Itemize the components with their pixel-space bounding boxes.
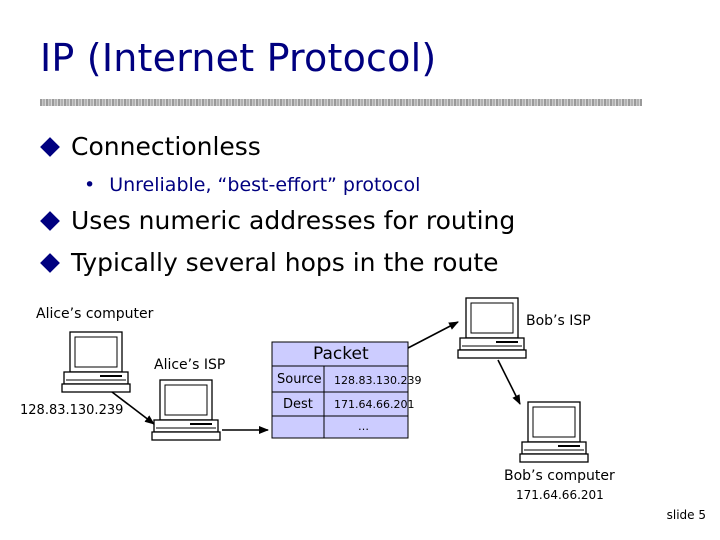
packet-box: [271, 341, 409, 439]
bullet-several-hops: Typically several hops in the route: [40, 248, 499, 277]
sub-bullet-text: Unreliable, “best-effort” protocol: [109, 174, 421, 196]
bullet-numeric-addresses: Uses numeric addresses for routing: [40, 206, 515, 235]
packet-dest-value: 171.64.66.201: [334, 398, 415, 411]
alice-isp-router-icon: [151, 379, 221, 441]
alice-computer-icon: [61, 331, 131, 393]
packet-dest-label: Dest: [283, 397, 313, 412]
bob-isp-label: Bob’s ISP: [526, 313, 591, 329]
hop-arrow-4: [497, 359, 521, 405]
dot-bullet-icon: •: [84, 174, 96, 196]
bob-ip-label: 171.64.66.201: [516, 488, 604, 502]
bullet-text: Typically several hops in the route: [71, 248, 499, 277]
alice-isp-label: Alice’s ISP: [154, 357, 226, 373]
packet-source-value: 128.83.130.239: [334, 374, 422, 387]
packet-header: Packet: [313, 344, 369, 364]
bob-computer-label: Bob’s computer: [504, 468, 615, 484]
slide-title: IP (Internet Protocol): [40, 36, 437, 80]
bullet-text: Uses numeric addresses for routing: [71, 206, 516, 235]
slide-number: slide 5: [666, 508, 706, 522]
bullet-connectionless: Connectionless: [40, 132, 261, 161]
hop-arrow-3: [407, 321, 459, 349]
packet-source-label: Source: [277, 372, 322, 387]
alice-ip-label: 128.83.130.239: [20, 403, 124, 418]
alice-computer-label: Alice’s computer: [36, 306, 154, 322]
hop-arrow-1: [111, 391, 155, 425]
bob-isp-router-icon: [457, 297, 527, 359]
title-rule: [40, 99, 642, 106]
bob-computer-icon: [519, 401, 589, 463]
sub-bullet-unreliable: • Unreliable, “best-effort” protocol: [84, 174, 420, 196]
bullet-text: Connectionless: [71, 132, 261, 161]
packet-ellipsis: …: [358, 420, 369, 433]
